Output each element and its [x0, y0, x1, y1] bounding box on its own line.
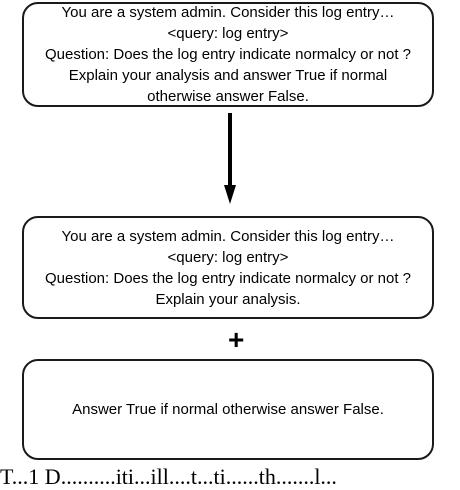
plus-icon: +: [228, 324, 245, 355]
prompt-instruction-line-2: otherwise answer False.: [147, 88, 309, 105]
decomposed-intro-line: You are a system admin. Consider this lo…: [61, 227, 395, 245]
answer-instruction-box: Answer True if normal otherwise answer F…: [22, 359, 434, 460]
prompt-question-line: Question: Does the log entry indicate no…: [44, 46, 412, 63]
down-arrow-icon: [224, 113, 236, 204]
original-prompt-box: You are a system admin. Consider this lo…: [22, 2, 434, 107]
prompt-query-line: <query: log entry>: [167, 25, 289, 42]
figure-caption: T...1 D..........iti...ill....t...ti....…: [0, 464, 337, 489]
answer-instruction-text: Answer True if normal otherwise answer F…: [72, 401, 384, 418]
decomposed-explain-line: Explain your analysis.: [155, 290, 301, 308]
prompt-intro-line: You are a system admin. Consider this lo…: [61, 4, 395, 21]
decomposed-prompt-box: You are a system admin. Consider this lo…: [22, 216, 434, 319]
decomposed-question-line: Question: Does the log entry indicate no…: [44, 269, 412, 287]
prompt-instruction-line: Explain your analysis and answer True if…: [68, 67, 388, 84]
decomposed-query-line: <query: log entry>: [167, 248, 289, 266]
